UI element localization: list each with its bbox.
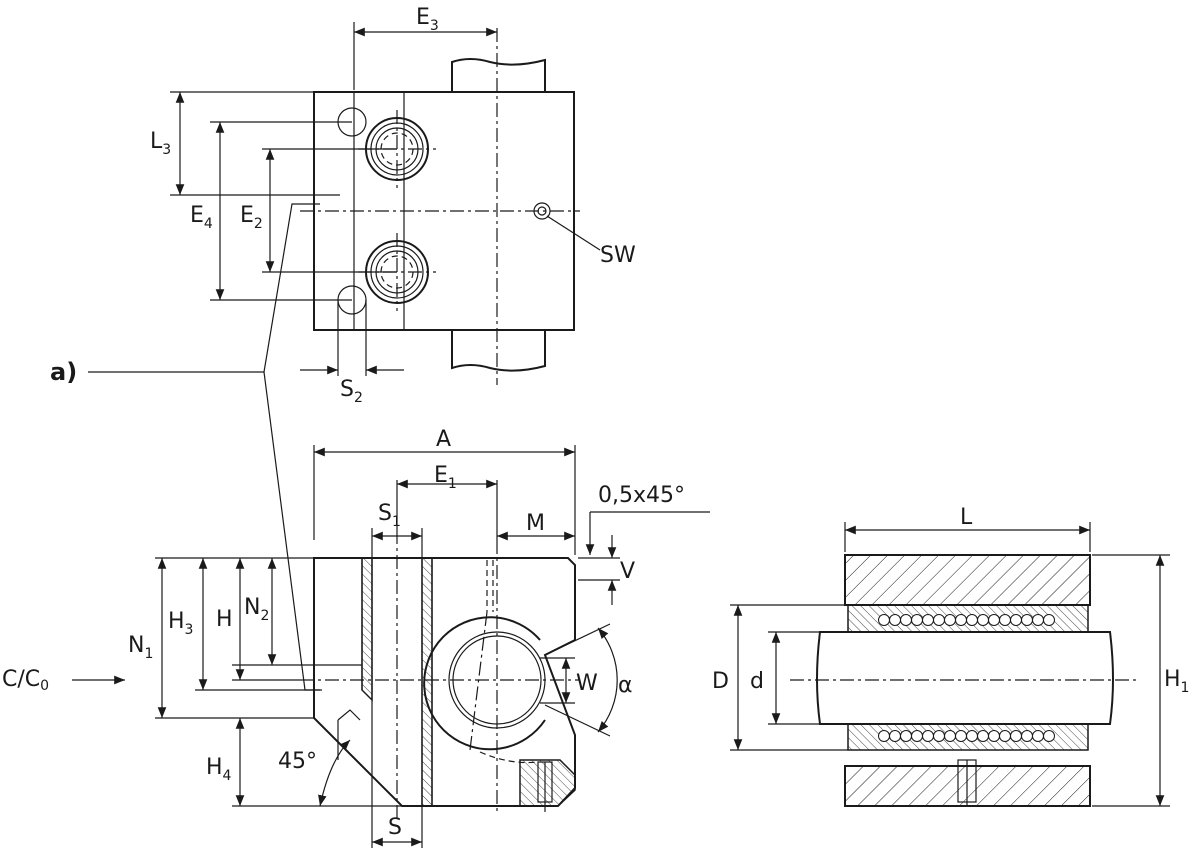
ball bbox=[900, 730, 912, 742]
label-h: H bbox=[216, 607, 233, 632]
ball-row-bottom bbox=[878, 730, 1055, 742]
ball bbox=[955, 614, 967, 626]
ball bbox=[988, 614, 1000, 626]
label-e3: E3 bbox=[416, 5, 439, 34]
label-h3: H3 bbox=[168, 609, 193, 638]
ball bbox=[933, 730, 945, 742]
ball bbox=[944, 614, 956, 626]
label-sw: SW bbox=[600, 243, 636, 268]
ball bbox=[1032, 614, 1044, 626]
ball bbox=[900, 614, 912, 626]
label-s1: S1 bbox=[378, 501, 401, 530]
label-d-inner: d bbox=[750, 669, 764, 694]
ball bbox=[878, 614, 890, 626]
label-d-outer: D bbox=[712, 669, 729, 694]
ball bbox=[1010, 614, 1022, 626]
ball bbox=[889, 730, 901, 742]
ball bbox=[1032, 730, 1044, 742]
top-view bbox=[170, 22, 601, 385]
side-section bbox=[730, 522, 1170, 807]
ball bbox=[999, 614, 1011, 626]
label-s: S bbox=[388, 815, 402, 840]
label-alpha: α bbox=[618, 673, 633, 698]
label-l: L bbox=[960, 505, 973, 530]
label-a: A bbox=[436, 427, 451, 452]
ball bbox=[911, 730, 923, 742]
ball bbox=[966, 730, 978, 742]
label-s2: S2 bbox=[340, 377, 363, 406]
label-45-degree: 45° bbox=[278, 749, 317, 774]
ball bbox=[1021, 614, 1033, 626]
ball bbox=[988, 730, 1000, 742]
label-h1: H1 bbox=[1164, 667, 1189, 696]
front-view bbox=[72, 445, 710, 848]
label-n1: N1 bbox=[128, 633, 153, 662]
ball bbox=[922, 730, 934, 742]
ball-row-top bbox=[878, 614, 1055, 626]
label-v: V bbox=[620, 559, 635, 584]
ball bbox=[955, 730, 967, 742]
dimension-labels: E3 L3 E4 E2 SW a) S2 A E1 0,5x45° S1 M V… bbox=[2, 5, 1189, 840]
label-c-c0: C/C0 bbox=[2, 667, 49, 694]
label-w: W bbox=[576, 671, 598, 696]
label-m: M bbox=[526, 511, 545, 536]
ball bbox=[1010, 730, 1022, 742]
label-e1: E1 bbox=[434, 463, 457, 492]
ball bbox=[922, 614, 934, 626]
ball bbox=[889, 614, 901, 626]
ball bbox=[944, 730, 956, 742]
ball bbox=[911, 614, 923, 626]
ball bbox=[933, 614, 945, 626]
label-e4: E4 bbox=[190, 203, 213, 232]
label-chamfer: 0,5x45° bbox=[598, 483, 685, 508]
ball bbox=[1043, 730, 1055, 742]
ball bbox=[977, 730, 989, 742]
ball bbox=[977, 614, 989, 626]
ball bbox=[966, 614, 978, 626]
label-h4: H4 bbox=[206, 755, 232, 784]
label-l3: L3 bbox=[150, 129, 171, 158]
label-e2: E2 bbox=[240, 203, 263, 232]
ball bbox=[878, 730, 890, 742]
label-a-note: a) bbox=[50, 358, 77, 386]
ball bbox=[1043, 614, 1055, 626]
ball bbox=[1021, 730, 1033, 742]
ball bbox=[999, 730, 1011, 742]
label-n2: N2 bbox=[244, 595, 269, 624]
leader-a bbox=[88, 203, 322, 691]
